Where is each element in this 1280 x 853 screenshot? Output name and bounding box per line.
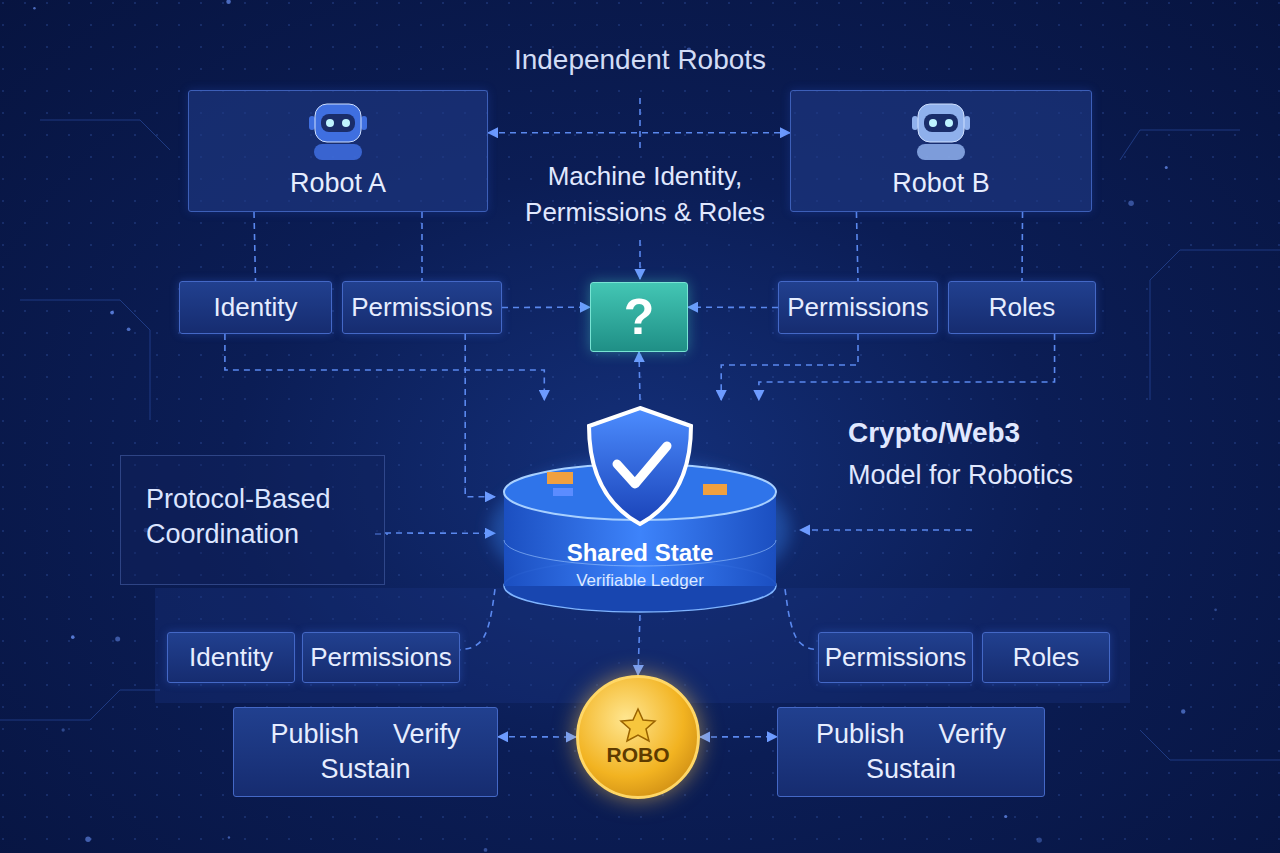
- circuit-trace: [1150, 250, 1280, 400]
- attribute-box: Identity: [167, 632, 295, 683]
- node-text: Publish: [270, 719, 359, 750]
- sparkle-dot: [71, 635, 75, 639]
- sparkle-dot: [110, 311, 114, 315]
- dashed-connector: [225, 334, 544, 400]
- robot-icon: [306, 102, 370, 160]
- attribute-box: Permissions: [818, 632, 973, 683]
- circuit-trace: [1120, 130, 1240, 160]
- attribute-box: Identity: [179, 281, 332, 334]
- sparkle-dot: [1181, 709, 1185, 713]
- node-text: Verify: [393, 719, 461, 750]
- question-box: ?: [590, 282, 688, 352]
- dashed-connector: [502, 306, 590, 308]
- robot-box: Robot B: [790, 90, 1092, 212]
- node-text: Roles: [1013, 642, 1079, 673]
- sparkle-dot: [228, 836, 230, 838]
- dashed-connector: [421, 212, 423, 281]
- dashed-connector: [721, 334, 858, 400]
- ledger-cylinder: Shared StateVerifiable Ledger: [495, 400, 785, 615]
- node-text: Publish: [816, 719, 905, 750]
- node-text: Identity: [189, 642, 273, 673]
- star-icon: [618, 707, 658, 743]
- sparkle-dot: [1214, 608, 1217, 611]
- node-text: Permissions: [351, 292, 493, 323]
- robot-box: Robot A: [188, 90, 488, 212]
- sparkle-dot: [115, 637, 120, 642]
- pointer-arrow: [639, 240, 641, 279]
- sparkle-dot: [484, 848, 488, 852]
- sparkle-dot: [226, 0, 230, 4]
- node-text: ?: [624, 288, 655, 346]
- attribute-box: Roles: [948, 281, 1096, 334]
- robot-icon: [909, 102, 973, 160]
- annotation-label: Model for Robotics: [848, 457, 1148, 495]
- dashed-connector: [1021, 212, 1023, 281]
- circuit-trace: [0, 690, 160, 720]
- annotation-label: Crypto/Web3: [848, 413, 1148, 452]
- dashed-connector: [385, 532, 495, 534]
- node-text: Verify: [939, 719, 1007, 750]
- dashed-connector: [488, 132, 790, 134]
- attribute-box: Permissions: [778, 281, 938, 334]
- dashed-connector: [785, 589, 818, 650]
- token-coin: ROBO: [576, 675, 700, 799]
- sparkle-dot: [1004, 815, 1007, 818]
- sparkle-dot: [85, 837, 91, 843]
- sparkle-dot: [1165, 166, 1168, 169]
- attribute-box: Permissions: [302, 632, 460, 683]
- circuit-trace: [20, 300, 150, 420]
- pointer-arrow: [800, 529, 972, 531]
- dashed-connector: [638, 615, 640, 675]
- node-text: Permissions: [787, 292, 929, 323]
- node-text: Identity: [214, 292, 298, 323]
- attribute-box: Permissions: [342, 281, 502, 334]
- sparkle-dot: [127, 327, 131, 331]
- node-text: Permissions: [825, 642, 967, 673]
- dashed-connector: [460, 589, 495, 650]
- node-text: Protocol-Based Coordination: [146, 482, 366, 552]
- dashed-connector: [498, 736, 576, 738]
- node-text: Robot A: [290, 168, 386, 199]
- coordination-panel: Protocol-Based Coordination: [120, 455, 385, 585]
- dashed-connector: [254, 212, 256, 281]
- attribute-box: Roles: [982, 632, 1110, 683]
- sparkle-dot: [62, 728, 65, 731]
- node-text: Roles: [989, 292, 1055, 323]
- circuit-trace: [40, 120, 170, 150]
- sparkle-dot: [1037, 837, 1042, 842]
- circuit-trace: [1140, 730, 1280, 760]
- sparkle-dot: [33, 7, 35, 9]
- dashed-connector: [465, 334, 495, 497]
- diagram-title: Independent Robots: [0, 44, 1280, 76]
- dashed-connector: [688, 306, 778, 308]
- dashed-connector: [700, 736, 777, 738]
- text-holder: Shared StateVerifiable Ledger: [495, 538, 785, 594]
- node-text: Verifiable Ledger: [495, 568, 785, 594]
- node-text: Robot B: [892, 168, 990, 199]
- pointer-line: [639, 98, 641, 150]
- node-text: ROBO: [607, 743, 670, 767]
- node-text: Shared State: [495, 538, 785, 568]
- node-text: Permissions: [310, 642, 452, 673]
- action-box: Publish VerifySustain: [777, 707, 1045, 797]
- dashed-connector: [639, 352, 640, 400]
- action-box: Publish VerifySustain: [233, 707, 498, 797]
- node-text: Sustain: [246, 754, 485, 785]
- dashed-connector: [759, 334, 1055, 400]
- node-text: Sustain: [790, 754, 1032, 785]
- annotation-label: Machine Identity, Permissions & Roles: [495, 158, 795, 231]
- dashed-connector: [856, 212, 858, 281]
- sparkle-dot: [1128, 201, 1134, 207]
